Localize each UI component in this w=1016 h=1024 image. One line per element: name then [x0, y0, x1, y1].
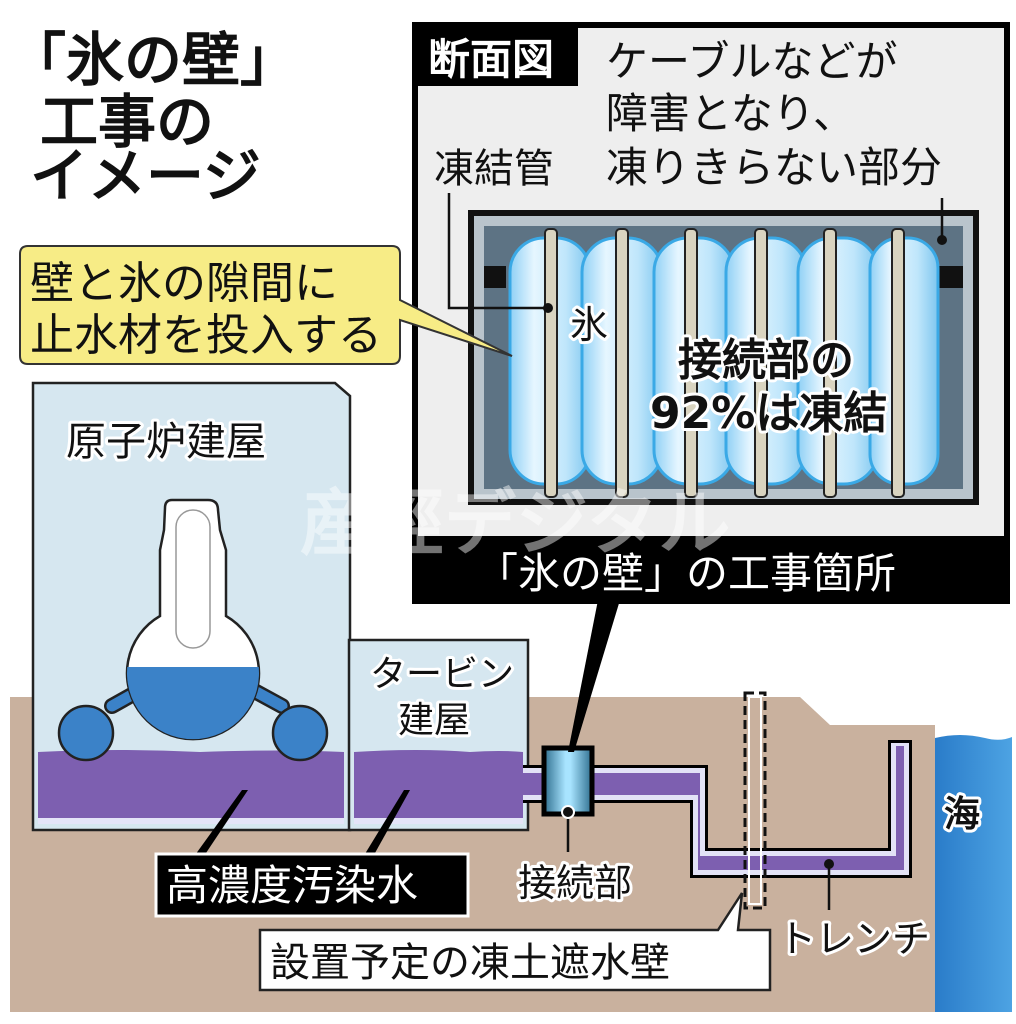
sea-label: 海 [944, 794, 980, 835]
water-edge [354, 818, 523, 824]
reactor-contaminated-water [38, 750, 344, 822]
connection-part [541, 745, 595, 817]
callout-line2: 止水材を投入する [30, 310, 382, 361]
planned-wall-label-bg [258, 892, 772, 992]
freeze-pipe-label: 凍結管 [434, 146, 554, 192]
cross-section-header: 断面図 [428, 35, 554, 84]
pointer-turbine-water [360, 790, 410, 862]
cable-note-line3: 凍りきらない部分 [606, 143, 942, 192]
sea [935, 735, 1012, 1012]
planned-wall-label: 設置予定の凍土遮水壁 [270, 940, 670, 986]
title-line1: 「氷の壁」 [8, 26, 298, 94]
turbine-contaminated-water [354, 750, 523, 822]
water-edge [38, 818, 344, 824]
reactor-vessel-icon [57, 498, 329, 762]
freeze-pipes [544, 228, 905, 498]
planned-frozen-wall [743, 691, 767, 910]
cross-section-footer: 「氷の壁」の工事箇所 [476, 549, 896, 598]
contaminated-water-label-bg [154, 852, 470, 918]
pointer-reactor-water [190, 790, 248, 862]
cross-section-footer-bg [412, 536, 1010, 604]
panel-pointer [568, 600, 620, 752]
cross-section-header-bg [418, 28, 578, 86]
cable-block-right [935, 266, 963, 288]
callout-line1: 壁と氷の隙間に [30, 258, 338, 309]
frozen-note-line1: 接続部の [678, 335, 854, 386]
cable-note-line2: 障害となり、 [606, 89, 855, 138]
title-line2: 工事の [40, 88, 214, 156]
turbine-building-line2: 建屋 [398, 700, 470, 741]
connection-label: 接続部 [518, 861, 632, 905]
ice-label: 氷 [570, 303, 608, 347]
callout-yellow [19, 245, 513, 365]
turbine-building-line1: タービン [370, 654, 514, 695]
contaminated-water-label: 高濃度汚染水 [166, 861, 418, 910]
watermark: 産經デジタル [300, 481, 731, 565]
frozen-note-line2: 92%は凍結 [650, 388, 887, 439]
reactor-building-label: 原子炉建屋 [66, 419, 266, 465]
cable-block-left [484, 266, 506, 288]
cross-section-panel [412, 22, 1010, 604]
trench-label: トレンチ [778, 917, 930, 961]
trench [523, 740, 912, 878]
title-line3: イメージ [30, 142, 261, 210]
cable-note-line1: ケーブルなどが [606, 37, 897, 86]
